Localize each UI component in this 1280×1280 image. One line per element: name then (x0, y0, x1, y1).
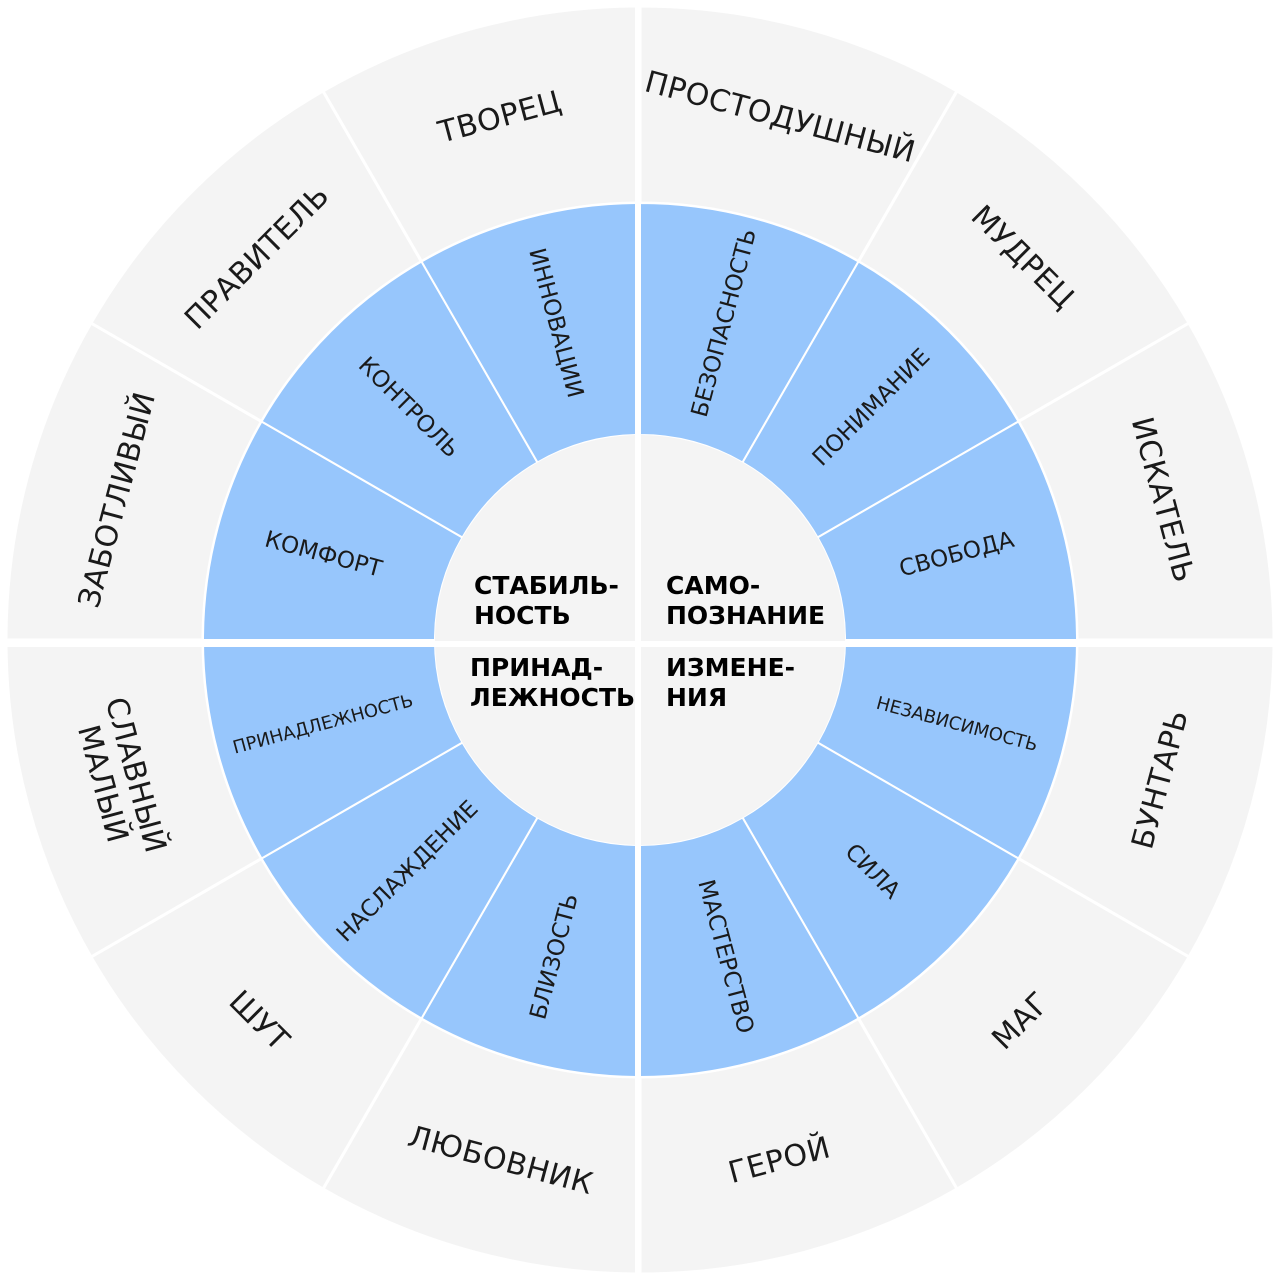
core-label-line: ПРИНАД- (470, 653, 603, 682)
core-label-line: НИЯ (666, 683, 727, 712)
core-label-line: ИЗМЕНЕ- (666, 653, 795, 682)
core-quadrant-belonging: ПРИНАД- ЛЕЖНОСТЬ (470, 653, 635, 712)
outer-ring (4, 4, 1276, 1276)
core-quadrant-change: ИЗМЕНЕ- НИЯ (666, 653, 795, 712)
core-label-line: ЛЕЖНОСТЬ (470, 683, 635, 712)
core-quadrant-stability: СТАБИЛЬ- НОСТЬ (474, 571, 619, 630)
core-label-line: ПОЗНАНИЕ (666, 601, 825, 630)
inner-ring (201, 201, 1079, 1079)
core-label-line: НОСТЬ (474, 601, 571, 630)
core-label-line: САМО- (666, 571, 760, 600)
core-label-line: СТАБИЛЬ- (474, 571, 619, 600)
core-quadrant-self-knowledge: САМО- ПОЗНАНИЕ (666, 571, 825, 630)
